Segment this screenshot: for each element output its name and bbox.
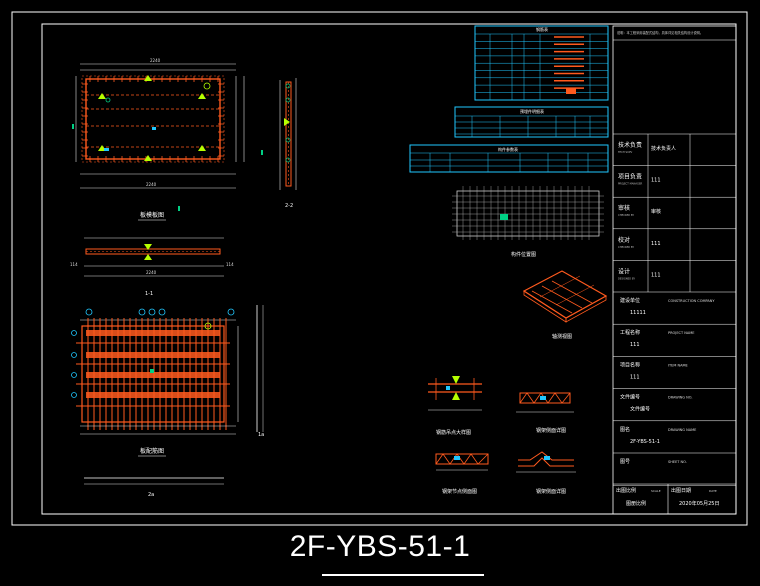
title-row: 图号 SHEET NO. xyxy=(613,459,736,486)
detail-lifting-point: 钢筋吊点大样图 xyxy=(428,376,482,436)
title-row-label: 设计 xyxy=(618,267,630,275)
title-row: 图名 DRAWING NAME 2F-YBS-51-1 xyxy=(613,426,736,454)
title-block-note: 说明：本工程采用装配式结构，具体详见相关结构设计说明。 xyxy=(617,30,703,35)
title-row-value: 文件编号 xyxy=(630,406,650,413)
title-row-sub: DESIGNED BY xyxy=(618,276,636,280)
rebar-plan-title: 板配筋图 xyxy=(140,447,164,455)
section-2-2-label: 2-2 xyxy=(285,203,293,209)
section-1-1-right-dim: 114 xyxy=(226,262,234,267)
title-row-label: 图号 xyxy=(620,459,630,465)
scale-en: SCALE xyxy=(651,489,661,493)
title-row-label: 工程名称 xyxy=(620,329,640,336)
title-row-label: 项目负责 xyxy=(618,173,642,181)
title-row: 工程名称 PROJECT NAME 111 xyxy=(613,329,736,357)
mold-plan-title: 板模板图 xyxy=(140,211,164,219)
scale-value: 图册比例 xyxy=(626,500,646,507)
component-table-title: 构件参数表 xyxy=(498,146,518,152)
detail-truss-side-2: 钢架侧面详图 xyxy=(516,451,576,495)
title-row-sub: TECH SUPV xyxy=(618,150,632,154)
rebar-table-title: 钢筋表 xyxy=(536,26,548,32)
title-row-label: 审核 xyxy=(618,204,630,212)
component-location: 构件位置图 xyxy=(452,186,604,258)
title-row-sub: PROJECT MANAGER xyxy=(618,182,643,186)
title-row-en: CONSTRUCTION COMPANY xyxy=(668,299,715,303)
title-row-value: 111 xyxy=(630,374,640,380)
caption-underline xyxy=(322,574,484,576)
title-row-value: 111 xyxy=(651,178,661,184)
parts-table: 预埋件明细表 xyxy=(454,106,609,138)
detail-truss-node: 钢架节点侧面图 xyxy=(435,453,489,495)
title-row-label: 技术负责 xyxy=(618,141,642,149)
date-label: 出图日期 xyxy=(671,487,691,494)
title-row-label: 校对 xyxy=(618,236,630,244)
section-1-1-dim: 2240 xyxy=(146,270,157,275)
title-row-sub: CHECKED BY xyxy=(618,213,634,217)
drawing-number-caption: 2F-YBS-51-1 xyxy=(289,530,471,563)
rebar-section-1a: 1a xyxy=(256,305,264,438)
title-row-value: 111 xyxy=(630,342,640,348)
title-row: 建设单位 CONSTRUCTION COMPANY 11111 xyxy=(613,297,736,325)
mold-plan: 2240 2240 板模板图 xyxy=(72,58,263,221)
rebar-plan: 板配筋图 xyxy=(71,308,239,457)
title-row-en: PROJECT NAME xyxy=(668,331,694,335)
outer-frame xyxy=(11,11,748,526)
title-row-label: 建设单位 xyxy=(620,297,640,304)
title-row-value: 技术负责人 xyxy=(651,145,676,152)
title-row-value: 111 xyxy=(651,272,661,278)
section-1-1: 2240 114 114 1-1 xyxy=(70,237,234,297)
component-table: 构件参数表 xyxy=(409,144,609,173)
scale-label: 出图比例 xyxy=(616,487,636,494)
detail-truss-side-1-title: 钢架侧面详图 xyxy=(536,427,566,434)
section-1-1-left-dim: 114 xyxy=(70,262,78,267)
axonometric-title: 轴测视图 xyxy=(552,333,572,340)
rebar-table: 钢筋表 xyxy=(474,25,609,101)
parts-table-title: 预埋件明细表 xyxy=(520,108,544,114)
detail-lifting-title: 钢筋吊点大样图 xyxy=(436,429,471,436)
rebar-2a-label: 2a xyxy=(148,492,154,498)
title-row-en: DRAWING NO. xyxy=(668,396,692,400)
title-row-en: ITEM NAME xyxy=(668,363,688,367)
title-row-en: SHEET NO. xyxy=(668,460,687,464)
axonometric-view: 轴测视图 xyxy=(522,270,608,340)
mold-bottom-dim: 2240 xyxy=(146,182,157,187)
section-1-1-label: 1-1 xyxy=(145,291,153,297)
rebar-shape xyxy=(566,88,576,94)
date-value: 2020年05月25日 xyxy=(679,500,719,507)
title-row-value: 111 xyxy=(651,241,661,247)
title-row-en: DRAWING NAME xyxy=(668,428,696,432)
component-location-title: 构件位置图 xyxy=(511,251,536,258)
title-row-value: 2F-YBS-51-1 xyxy=(630,439,660,445)
title-row-value: 审核 xyxy=(651,208,661,215)
mold-top-dim: 2240 xyxy=(150,58,161,63)
title-row: 项目名称 ITEM NAME 111 xyxy=(613,361,736,389)
title-row: 文件编号 DRAWING NO. 文件编号 xyxy=(613,394,736,422)
detail-truss-node-title: 钢架节点侧面图 xyxy=(442,488,477,495)
title-row-value: 11111 xyxy=(630,310,646,316)
rebar-section-2a: 2a xyxy=(84,477,224,498)
rebar-1a-label: 1a xyxy=(258,432,264,438)
title-row-label: 文件编号 xyxy=(620,394,640,401)
title-row-label: 图名 xyxy=(620,426,630,433)
date-en: DATE xyxy=(709,489,717,493)
detail-truss-side-2-title: 钢架侧面详图 xyxy=(536,488,566,495)
section-2-2: 2-2 xyxy=(279,78,297,209)
detail-truss-side-1: 钢架侧面详图 xyxy=(516,392,574,434)
title-row-sub: CHECKED BY xyxy=(618,245,634,249)
title-row-label: 项目名称 xyxy=(620,361,640,368)
